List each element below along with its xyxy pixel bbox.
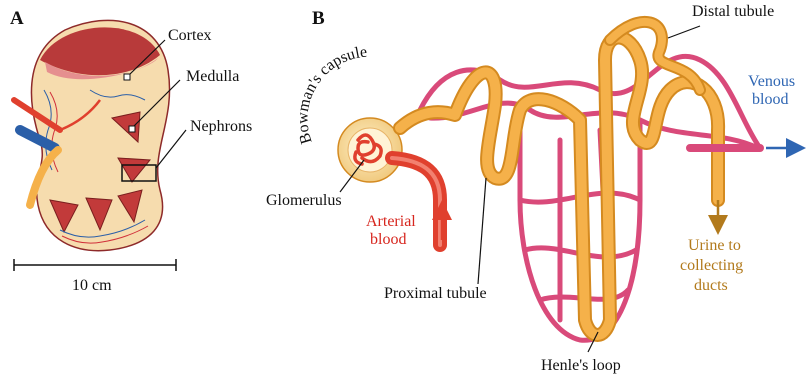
label-henles-loop: Henle's loop: [541, 357, 621, 374]
label-urine-line1: Urine to: [688, 237, 741, 254]
label-medulla: Medulla: [186, 68, 239, 85]
label-urine-line3: ducts: [694, 277, 728, 294]
panel-label-b: B: [312, 8, 325, 29]
kidney-illustration: [14, 20, 170, 250]
label-distal-tubule: Distal tubule: [692, 3, 774, 20]
label-venous-line1: Venous: [748, 73, 795, 90]
label-arterial-line2: blood: [370, 231, 406, 248]
bowmans-capsule: [338, 118, 402, 182]
label-proximal-tubule: Proximal tubule: [384, 285, 487, 302]
label-cortex: Cortex: [168, 27, 212, 44]
label-glomerulus: Glomerulus: [266, 192, 342, 209]
scale-label: 10 cm: [72, 277, 112, 294]
label-urine-line2: collecting: [680, 257, 743, 274]
label-venous-line2: blood: [752, 91, 788, 108]
scale-bar: [14, 259, 176, 271]
label-arterial-line1: Arterial: [366, 213, 416, 230]
panel-label-a: A: [10, 8, 24, 29]
label-nephrons: Nephrons: [190, 118, 252, 135]
